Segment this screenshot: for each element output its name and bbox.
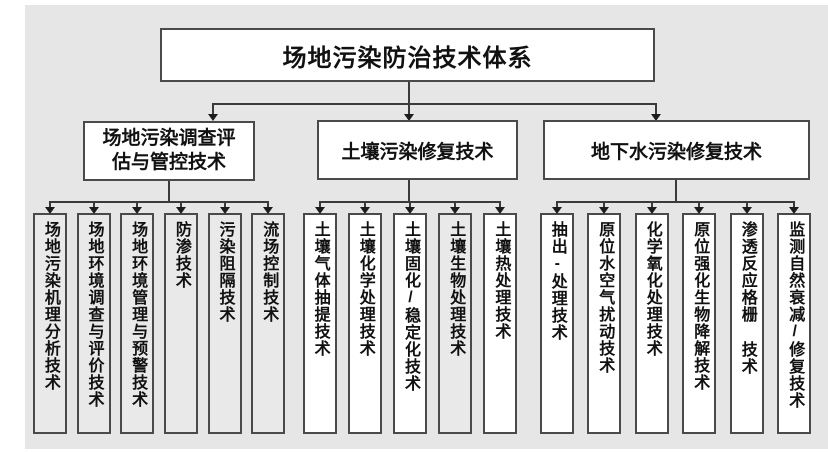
leaf-node-label: 土壤生物处理技术 [447,221,465,357]
group-node-label: 场地污染调查评估与管控技术 [102,128,236,173]
leaf-node: 流场控制技术 [251,213,286,434]
leaf-column: 监测自然衰减/修复技术 [771,201,819,434]
leaf-node-label: 土壤化学处理技术 [356,221,374,357]
leaf-node: 场地环境调查与评价技术 [76,213,111,434]
leaf-row-group3: 抽出-处理技术 原位水空气扰动技术 化学氧化处理技术 原位强化生物降解技术 渗透… [533,201,819,434]
leaf-row-group1: 场地污染机理分析技术 场地环境调查与评价技术 场地环境管理与预警技术 防渗技术 … [28,201,290,434]
group-node-label: 土壤污染修复技术 [341,141,494,163]
arrow-down-icon [694,201,705,214]
arrow-down-icon [651,103,661,121]
leaf-node-label: 化学氧化处理技术 [643,221,661,357]
leaf-node-label: 监测自然衰减/修复技术 [786,221,804,409]
group-node-groundwater-remediation: 地下水污染修复技术 [543,120,810,180]
leaf-node: 污染阻隔技术 [207,213,242,434]
connector-root-rail [212,103,657,105]
arrow-down-icon [314,201,325,214]
group-node-soil-remediation: 土壤污染修复技术 [317,120,518,180]
connector-group2-stem [408,180,410,201]
leaf-node-label: 土壤气体抽提技术 [311,221,329,357]
root-node-label: 场地污染防治技术体系 [282,44,533,72]
arrow-down-icon [551,201,562,214]
leaf-node-label: 土壤固化/稳定化技术 [402,221,419,392]
connector-group1-rail [50,201,268,203]
leaf-node: 防渗技术 [163,213,198,434]
leaf-node: 监测自然衰减/修复技术 [777,213,812,434]
connector-group1-stem [168,181,170,201]
leaf-column: 流场控制技术 [246,201,290,434]
connector-group3-stem [675,180,677,201]
leaf-column: 污染阻隔技术 [203,201,247,434]
arrow-down-icon [789,201,800,214]
leaf-column: 场地环境调查与评价技术 [72,201,116,434]
leaf-node: 土壤固化/稳定化技术 [393,213,427,434]
leaf-node-label: 流场控制技术 [260,221,278,323]
leaf-column: 原位强化生物降解技术 [676,201,724,434]
leaf-node-label: 防渗技术 [172,221,190,289]
arrow-down-icon [599,201,610,214]
root-node: 场地污染防治技术体系 [160,28,655,82]
leaf-column: 原位水空气扰动技术 [581,201,629,434]
leaf-node-label: 场地环境管理与预警技术 [129,221,147,408]
leaf-node: 土壤生物处理技术 [438,213,473,434]
arrow-down-icon [405,201,415,214]
arrow-down-icon [450,201,461,214]
arrow-down-icon [404,103,414,121]
leaf-node: 场地污染机理分析技术 [32,213,67,434]
leaf-node: 原位水空气扰动技术 [587,213,622,434]
arrow-down-icon [646,201,657,214]
leaf-node: 土壤气体抽提技术 [302,213,337,434]
leaf-node-label: 土壤热处理技术 [492,221,510,340]
leaf-node: 场地环境管理与预警技术 [120,213,155,434]
leaf-column: 土壤气体抽提技术 [297,201,342,434]
arrow-down-icon [219,201,230,214]
leaf-column: 土壤化学处理技术 [342,201,387,434]
arrow-down-icon [44,201,55,214]
arrow-down-icon [175,201,186,214]
arrow-down-icon [132,201,143,214]
arrow-down-icon [208,103,218,121]
leaf-node: 抽出-处理技术 [539,213,574,434]
connector-root-stem [408,82,410,103]
arrow-down-icon [359,201,370,214]
leaf-node: 渗透反应格栅 技术 [729,213,764,434]
arrow-down-icon [88,201,99,214]
leaf-node-label: 原位水空气扰动技术 [596,221,614,374]
leaf-node: 土壤化学处理技术 [347,213,382,434]
leaf-node: 原位强化生物降解技术 [682,213,717,434]
leaf-node-label: 抽出-处理技术 [548,221,566,341]
leaf-column: 土壤热处理技术 [478,201,523,434]
leaf-column: 化学氧化处理技术 [628,201,676,434]
leaf-node-label: 场地环境调查与评价技术 [85,221,103,408]
leaf-node-label: 污染阻隔技术 [216,221,234,323]
group-node-label: 地下水污染修复技术 [590,141,762,163]
leaf-column: 渗透反应格栅 技术 [723,201,771,434]
leaf-column: 场地污染机理分析技术 [28,201,72,434]
leaf-column: 土壤生物处理技术 [433,201,478,434]
leaf-row-group2: 土壤气体抽提技术 土壤化学处理技术 土壤固化/稳定化技术 土壤生物处理技术 土壤… [297,201,523,434]
arrow-down-icon [741,201,752,214]
leaf-node: 化学氧化处理技术 [634,213,669,434]
leaf-node-label: 渗透反应格栅 技术 [738,221,756,375]
arrow-down-icon [263,201,274,214]
leaf-node-label: 原位强化生物降解技术 [691,221,709,391]
leaf-column: 抽出-处理技术 [533,201,581,434]
leaf-node: 土壤热处理技术 [483,213,518,434]
leaf-node-label: 场地污染机理分析技术 [41,221,59,391]
group-node-investigation: 场地污染调查评估与管控技术 [83,121,255,181]
arrow-down-icon [495,201,506,214]
connector-group3-rail [557,201,795,203]
leaf-column: 土壤固化/稳定化技术 [387,201,432,434]
leaf-column: 场地环境管理与预警技术 [115,201,159,434]
leaf-column: 防渗技术 [159,201,203,434]
org-chart: 场地污染防治技术体系 场地污染调查评估与管控技术 土壤污染修复技术 地下水污染修… [25,5,828,449]
